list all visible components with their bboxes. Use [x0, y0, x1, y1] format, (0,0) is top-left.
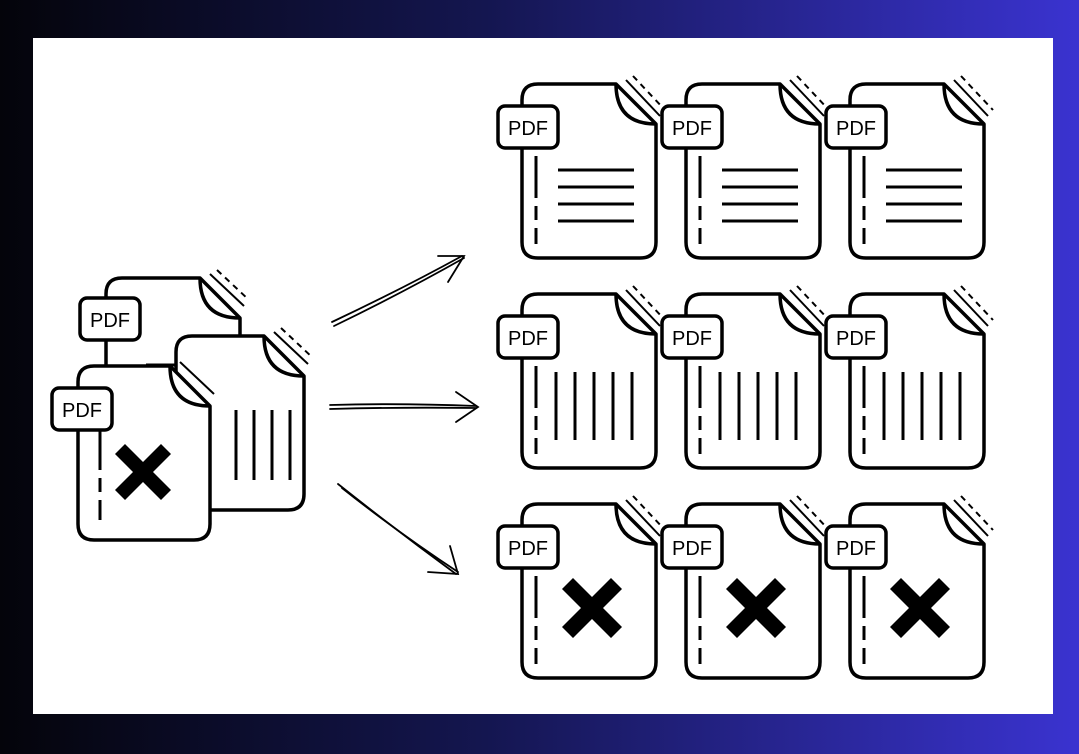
pdf-label-badge: PDF — [660, 524, 724, 570]
cross-mark-icon — [115, 444, 171, 500]
sketch-line — [960, 75, 994, 111]
cross-mark-icon — [562, 578, 622, 638]
pdf-label-badge: PDF — [824, 314, 888, 360]
page-fold — [942, 503, 985, 546]
cross-mark-icon — [890, 578, 950, 638]
arrows — [329, 255, 480, 575]
sketch-line — [953, 499, 989, 537]
sketch-line — [625, 79, 661, 117]
pdf-label: PDF — [62, 400, 102, 422]
pdf-label-badge: PDF — [496, 524, 560, 570]
sketch-line — [789, 499, 825, 537]
pdf-label-badge: PDF — [496, 104, 560, 150]
sketch-line — [796, 75, 830, 111]
pdf-label: PDF — [672, 328, 712, 350]
pdf-label-badge: PDF — [824, 104, 888, 150]
sketch-line — [789, 79, 825, 117]
pdf-document: PDF — [824, 495, 994, 680]
cross-mark-icon — [726, 578, 786, 638]
pdf-label: PDF — [836, 118, 876, 140]
pdf-label-badge: PDF — [824, 524, 888, 570]
source-group: PDF PDF — [50, 269, 314, 542]
pdf-document: PDF — [824, 75, 994, 260]
pdf-label: PDF — [90, 310, 130, 332]
pdf-label: PDF — [836, 538, 876, 560]
pdf-label-badge: PDF — [496, 314, 560, 360]
sketch-line — [632, 75, 666, 111]
pdf-label: PDF — [508, 328, 548, 350]
page-fold — [942, 83, 985, 126]
source-document-cross: PDF — [50, 361, 215, 542]
page-fold — [614, 83, 657, 126]
page-fold — [614, 293, 657, 336]
sketch-line — [796, 495, 830, 531]
sketch-line — [789, 289, 825, 327]
sketch-line — [625, 499, 661, 537]
page-fold — [614, 503, 657, 546]
sketch-line — [632, 285, 666, 321]
pdf-document: PDF — [496, 285, 666, 470]
sketch-line — [796, 285, 830, 321]
pdf-label-badge: PDF — [78, 296, 142, 342]
pdf-document: PDF — [496, 495, 666, 680]
sketch-line — [960, 495, 994, 531]
pdf-label: PDF — [672, 538, 712, 560]
page-fold — [778, 83, 821, 126]
pdf-document: PDF — [824, 285, 994, 470]
pdf-document: PDF — [660, 495, 830, 680]
pdf-label: PDF — [672, 118, 712, 140]
pdf-document: PDF — [660, 285, 830, 470]
page-fold — [942, 293, 985, 336]
pdf-label: PDF — [836, 328, 876, 350]
pdf-label-badge: PDF — [660, 314, 724, 360]
arrow-to-row-3 — [337, 483, 460, 575]
document-grid: PDF PDF PDF PDF PDF PDF PDF PDF PDF — [496, 75, 994, 680]
sketch-line — [632, 495, 666, 531]
page-fold — [778, 293, 821, 336]
pdf-label-badge: PDF — [660, 104, 724, 150]
pdf-label-badge: PDF — [50, 386, 114, 432]
pdf-document: PDF — [496, 75, 666, 260]
pdf-label: PDF — [508, 538, 548, 560]
page-fold — [778, 503, 821, 546]
sketch-line — [953, 79, 989, 117]
pdf-document: PDF — [660, 75, 830, 260]
sketch-line — [960, 285, 994, 321]
sketch-line — [625, 289, 661, 327]
pdf-label: PDF — [508, 118, 548, 140]
arrow-to-row-2 — [329, 391, 480, 423]
arrow-to-row-1 — [331, 255, 466, 327]
sketch-line — [953, 289, 989, 327]
